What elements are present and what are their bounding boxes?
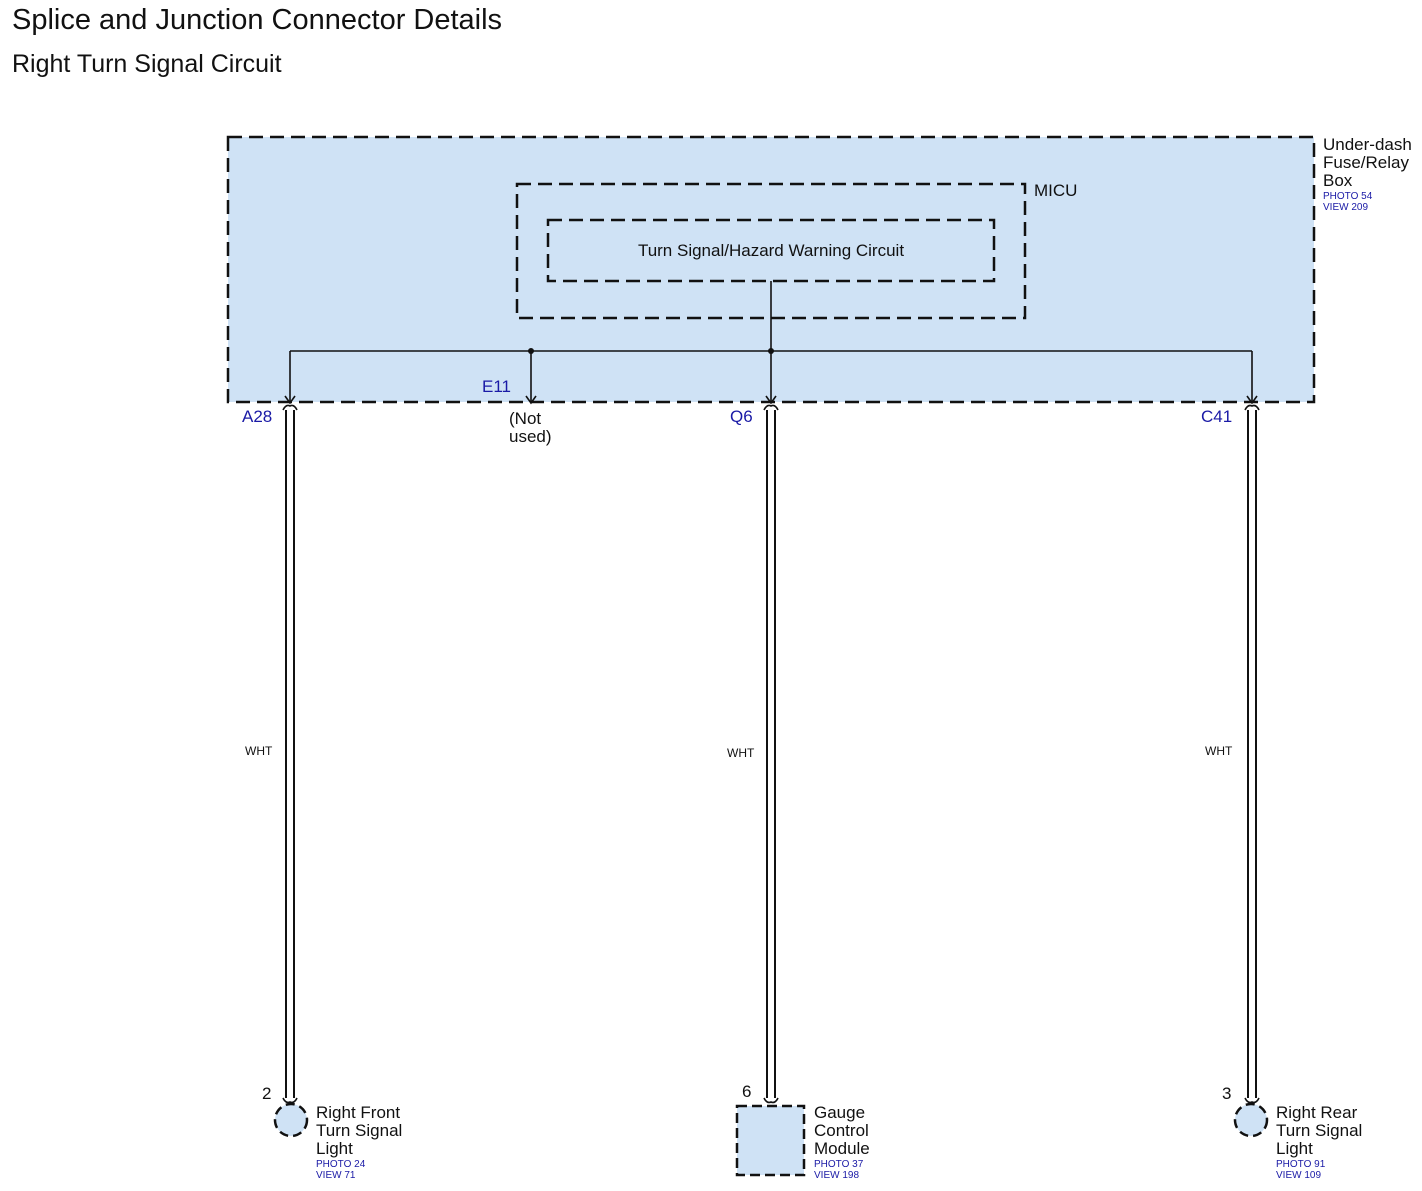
wire-a28-color: WHT [245,744,273,758]
rear-light-view-ref[interactable]: VIEW 109 [1276,1170,1321,1181]
terminal-c41-label: C41 [1201,407,1232,426]
front-light-view-ref[interactable]: VIEW 71 [316,1170,356,1181]
right-front-turn-signal-light[interactable] [273,1102,309,1138]
wire-c41[interactable] [1244,404,1260,1104]
rear-light-label-line2: Turn Signal [1276,1121,1362,1140]
gauge-pin: 6 [742,1082,751,1101]
fuse-box-photo-ref[interactable]: PHOTO 54 [1323,191,1373,202]
front-light-label-line3: Light [316,1139,353,1158]
wire-q6-color: WHT [727,746,755,760]
fuse-box-view-ref[interactable]: VIEW 209 [1323,202,1368,213]
turn-signal-circuit-label: Turn Signal/Hazard Warning Circuit [638,241,904,260]
wire-q6[interactable] [763,404,779,1104]
turn-signal-circuit-box[interactable] [546,218,996,283]
gauge-view-ref[interactable]: VIEW 198 [814,1170,859,1181]
micu-label: MICU [1034,181,1077,200]
rear-light-label-line3: Light [1276,1139,1313,1158]
wire-a28[interactable] [282,404,298,1104]
e11-note-line2: used) [509,427,552,446]
page-title: Splice and Junction Connector Details [12,4,503,36]
terminal-e11-label: E11 [482,377,511,396]
fuse-box-label-line3: Box [1323,171,1353,190]
page-subtitle: Right Turn Signal Circuit [12,50,282,78]
gauge-label-line1: Gauge [814,1103,865,1122]
rear-light-photo-ref[interactable]: PHOTO 91 [1276,1159,1326,1170]
gauge-label-line2: Control [814,1121,869,1140]
wire-c41-color: WHT [1205,744,1233,758]
terminal-q6-label: Q6 [730,407,753,426]
rear-light-label-line1: Right Rear [1276,1103,1358,1122]
fuse-box-label-line1: Under-dash [1323,135,1412,154]
right-rear-turn-signal-light[interactable] [1233,1102,1269,1138]
front-light-label-line1: Right Front [316,1103,400,1122]
gauge-photo-ref[interactable]: PHOTO 37 [814,1159,864,1170]
rear-light-pin: 3 [1222,1084,1231,1103]
gauge-label-line3: Module [814,1139,870,1158]
internal-bus [284,281,1258,405]
fuse-box-label-line2: Fuse/Relay [1323,153,1409,172]
terminal-a28-label: A28 [242,407,272,426]
e11-note-line1: (Not [509,409,541,428]
front-light-label-line2: Turn Signal [316,1121,402,1140]
gauge-control-module[interactable] [735,1104,806,1177]
front-light-photo-ref[interactable]: PHOTO 24 [316,1159,366,1170]
front-light-pin: 2 [262,1084,271,1103]
